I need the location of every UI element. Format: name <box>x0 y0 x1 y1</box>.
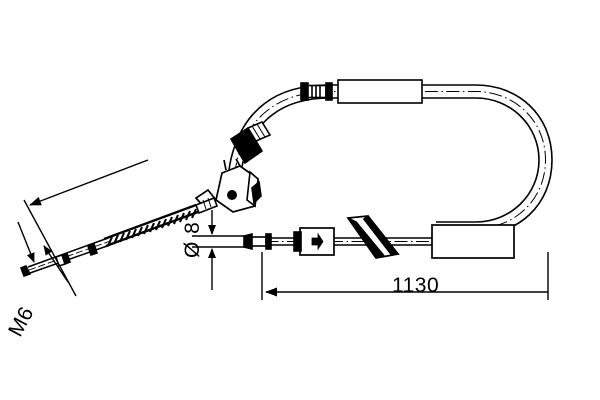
dimension-length <box>261 252 549 300</box>
upper-sleeve <box>337 79 423 104</box>
lower-cable-run <box>244 237 436 246</box>
upper-ferrule <box>300 82 333 101</box>
diagonal-clip <box>346 214 400 259</box>
spring-bracket-link <box>194 196 219 215</box>
lower-connector-block <box>293 227 335 256</box>
dimension-diameter <box>192 210 244 290</box>
threaded-rod-end <box>19 237 111 278</box>
coil-spring <box>103 203 199 248</box>
dimension-thread <box>17 159 149 297</box>
bend-collar <box>229 120 272 165</box>
dimension-label-length: 1130 <box>392 274 440 297</box>
second-nut <box>86 242 99 257</box>
lower-sleeve <box>431 224 515 259</box>
cable-centerline <box>233 91 547 229</box>
cable-end-nipple <box>243 232 272 251</box>
dimension-label-diameter: Ø 8 <box>181 221 204 258</box>
cable-assembly <box>19 79 553 278</box>
cable-outer-casing <box>227 84 553 236</box>
mounting-bracket <box>194 158 262 213</box>
